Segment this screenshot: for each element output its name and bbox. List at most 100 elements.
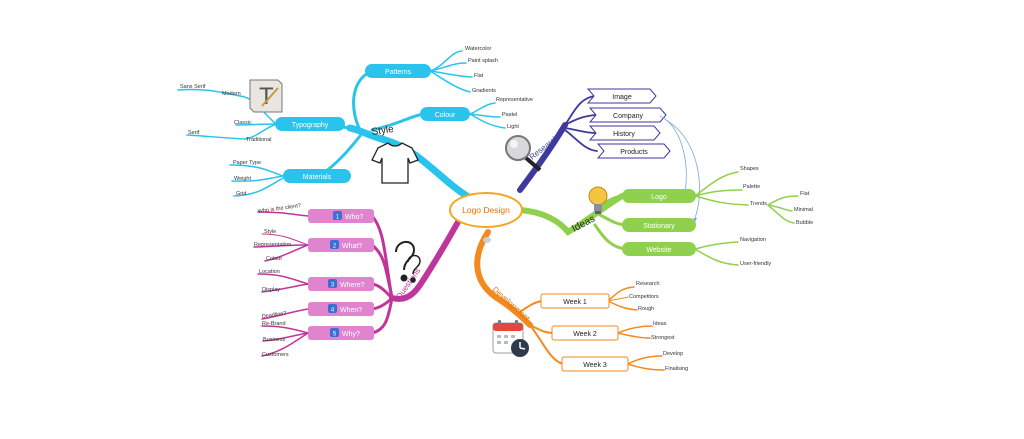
patterns-item: Watercolor bbox=[465, 46, 492, 52]
week-item: Ideas bbox=[653, 321, 667, 327]
question-item: Customers bbox=[262, 352, 289, 358]
question-node-what[interactable]: 2 What? bbox=[308, 238, 374, 252]
svg-text:Materials: Materials bbox=[303, 174, 332, 181]
svg-text:1: 1 bbox=[336, 215, 340, 221]
week-2-node[interactable]: Week 2 bbox=[551, 325, 619, 341]
question-node-when[interactable]: 4 When? bbox=[308, 302, 374, 316]
svg-text:Where?: Where? bbox=[340, 282, 365, 289]
patterns-item: Paint splash bbox=[468, 58, 498, 64]
questions-leaf-labels: Who is the client? Style Representation … bbox=[254, 203, 301, 358]
materials-item: Grid bbox=[236, 191, 246, 197]
week-item: Strongest bbox=[651, 335, 675, 341]
week-item: Research bbox=[636, 281, 660, 287]
question-node-where[interactable]: 3 Where? bbox=[308, 277, 374, 291]
materials-item: Weight bbox=[234, 176, 251, 182]
svg-text:Patterns: Patterns bbox=[385, 69, 412, 76]
question-mark-icon bbox=[395, 241, 421, 283]
svg-text:T: T bbox=[259, 83, 274, 110]
trend-item: Bubble bbox=[796, 220, 813, 226]
ideas-label: Ideas bbox=[570, 213, 597, 234]
development-trunk bbox=[474, 229, 533, 328]
week-item: Rough bbox=[638, 306, 654, 312]
typography-item: Modern bbox=[222, 91, 241, 97]
svg-text:4: 4 bbox=[331, 308, 335, 314]
lightbulb-icon bbox=[588, 186, 608, 214]
research-item-products[interactable]: Products bbox=[596, 143, 671, 159]
week-item: Finalising bbox=[665, 366, 688, 372]
svg-text:Products: Products bbox=[620, 149, 648, 156]
week-item: Competitors bbox=[629, 294, 659, 300]
colour-node[interactable]: Colour bbox=[420, 107, 470, 121]
svg-text:5: 5 bbox=[333, 332, 337, 338]
question-item: Deadline? bbox=[261, 311, 286, 320]
research-item-image[interactable]: Image bbox=[586, 88, 657, 104]
svg-text:When?: When? bbox=[340, 307, 362, 314]
relationship-arrows bbox=[659, 115, 700, 222]
questions-trunk bbox=[389, 219, 461, 302]
development-label: Development bbox=[491, 285, 533, 324]
style-trunk bbox=[346, 124, 474, 202]
question-node-why[interactable]: 5 Why? bbox=[308, 326, 374, 340]
colour-item: Pastel bbox=[502, 112, 517, 118]
typography-node[interactable]: Typography bbox=[275, 117, 345, 131]
patterns-item: Gradients bbox=[472, 88, 496, 94]
question-item: Re-Brand bbox=[262, 321, 286, 327]
svg-text:Image: Image bbox=[612, 94, 632, 101]
svg-text:Logo Design: Logo Design bbox=[462, 205, 510, 215]
question-item: Style bbox=[264, 229, 276, 235]
svg-text:Stationary: Stationary bbox=[643, 223, 675, 230]
typography-item: Classic bbox=[234, 120, 252, 126]
question-item: Who is the client? bbox=[257, 203, 301, 215]
development-branch bbox=[519, 286, 665, 371]
central-topic[interactable]: Logo Design bbox=[449, 192, 523, 243]
development-nodes: Week 1 Week 2 Week 3 bbox=[540, 293, 629, 372]
research-trunk bbox=[517, 122, 568, 193]
question-item: Location bbox=[259, 269, 280, 275]
trend-item: Flat bbox=[800, 191, 810, 197]
svg-text:2: 2 bbox=[333, 244, 337, 250]
stationary-node[interactable]: Stationary bbox=[622, 218, 696, 232]
svg-text:Week 2: Week 2 bbox=[573, 331, 597, 338]
question-item: Colour bbox=[266, 256, 282, 262]
patterns-item: Flat bbox=[474, 73, 484, 79]
website-item: Navigation bbox=[740, 237, 766, 243]
speech-bubble-icon bbox=[483, 237, 491, 243]
svg-text:What?: What? bbox=[342, 243, 362, 250]
question-node-who[interactable]: 1 Who? bbox=[308, 209, 374, 223]
materials-node[interactable]: Materials bbox=[283, 169, 351, 183]
ideas-trunk bbox=[517, 193, 625, 236]
week-3-node[interactable]: Week 3 bbox=[561, 356, 629, 372]
logo-node[interactable]: Logo bbox=[622, 189, 696, 203]
svg-text:Logo: Logo bbox=[651, 194, 667, 201]
typography-item: Serif bbox=[188, 130, 200, 136]
svg-text:History: History bbox=[613, 131, 635, 138]
week-1-node[interactable]: Week 1 bbox=[540, 293, 610, 309]
calendar-clock-icon bbox=[492, 320, 529, 357]
research-item-history[interactable]: History bbox=[588, 125, 661, 141]
trend-item: Minimal bbox=[794, 207, 813, 213]
svg-text:Typography: Typography bbox=[292, 122, 329, 129]
research-items: Image Company History Products bbox=[586, 88, 671, 159]
question-item: Display bbox=[262, 287, 280, 293]
logo-item: Shapes bbox=[740, 166, 759, 172]
magnifier-icon bbox=[505, 135, 542, 172]
development-leaf-labels: Research Competitors Rough Ideas Stronge… bbox=[629, 281, 688, 372]
colour-item: Light bbox=[507, 124, 519, 130]
question-item: Business bbox=[263, 337, 286, 343]
research-item-company[interactable]: Company bbox=[588, 107, 667, 123]
website-node[interactable]: Website bbox=[622, 242, 696, 256]
svg-text:Website: Website bbox=[646, 247, 671, 254]
question-item: Representation bbox=[254, 242, 291, 248]
svg-text:3: 3 bbox=[331, 283, 335, 289]
svg-text:Week 3: Week 3 bbox=[583, 362, 607, 369]
typography-item: Sans Serif bbox=[180, 84, 206, 90]
website-item: User-friendly bbox=[740, 261, 771, 267]
ideas-leaf-labels: Shapes Palette Trends Flat Minimal Bubbl… bbox=[740, 166, 813, 267]
style-label: Style bbox=[371, 124, 395, 138]
questions-nodes: 1 Who? 2 What? 3 Where? 4 When? 5 Why? bbox=[308, 209, 374, 340]
style-branch bbox=[177, 50, 506, 197]
tshirt-icon bbox=[371, 142, 419, 184]
patterns-node[interactable]: Patterns bbox=[365, 64, 431, 78]
svg-text:Why?: Why? bbox=[342, 331, 360, 338]
